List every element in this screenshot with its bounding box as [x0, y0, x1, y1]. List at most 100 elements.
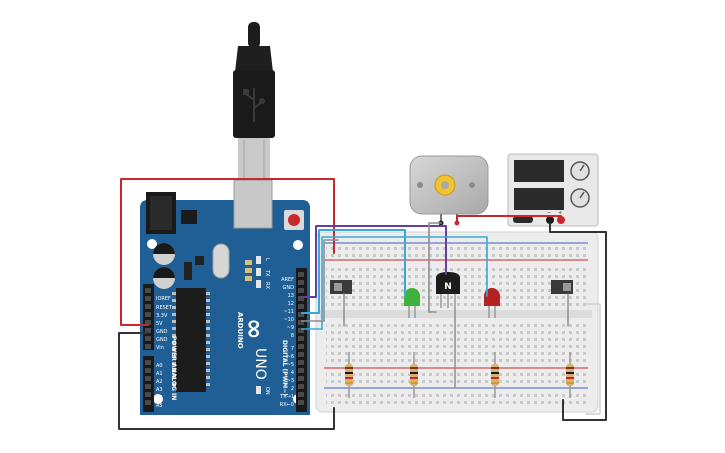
on-led-label: ON	[264, 387, 270, 395]
resistor[interactable]	[491, 352, 499, 398]
pin-label-a3: A3	[156, 387, 163, 393]
header-pin[interactable]	[145, 360, 151, 365]
slide-switch-right[interactable]	[551, 280, 573, 294]
chip-pin	[206, 320, 210, 323]
header-pin[interactable]	[298, 272, 304, 277]
pin-label-8: 8	[291, 333, 294, 339]
digital-pin-labels-top: AREF GND 13 12 ~11 ~10 ~9 8	[281, 277, 294, 339]
chip-pin	[172, 376, 176, 379]
breadboard[interactable]	[315, 231, 599, 413]
resistor[interactable]	[566, 352, 574, 398]
digital-pin-labels-bottom: 7 ~6 ~5 4 ~3 2 TX→1 RX←0	[279, 346, 294, 408]
chip-pin	[206, 299, 210, 302]
wire-right-gray[interactable]	[585, 303, 601, 415]
resistor-band	[491, 382, 499, 384]
header-pin[interactable]	[145, 320, 151, 325]
chip-pin	[206, 376, 210, 379]
psu-power-switch[interactable]	[513, 216, 533, 223]
header-pin[interactable]	[298, 296, 304, 301]
led-label-tx: TX	[264, 269, 270, 277]
voltage-regulator	[181, 210, 197, 224]
header-pin[interactable]	[145, 392, 151, 397]
header-pin[interactable]	[298, 280, 304, 285]
resistor[interactable]	[345, 352, 353, 398]
red-led[interactable]	[484, 288, 500, 318]
wire-gnd-black[interactable]	[118, 332, 335, 430]
pin-label-13: 13	[288, 293, 294, 299]
header-pin[interactable]	[298, 304, 304, 309]
chip-pin	[206, 313, 210, 316]
npn-transistor[interactable]: N	[436, 272, 460, 308]
wire-pin10-gray[interactable]	[301, 239, 339, 322]
led-label-rx: RX	[264, 282, 270, 289]
header-pin[interactable]	[145, 328, 151, 333]
wire-pin9-cyan[interactable]	[301, 236, 488, 330]
header-pin[interactable]	[298, 320, 304, 325]
psu-display-voltage	[514, 160, 564, 182]
chip-pin	[206, 341, 210, 344]
dc-motor[interactable]	[409, 155, 489, 226]
chip-pin	[172, 299, 176, 302]
arduino-brand: ARDUINO	[236, 312, 244, 349]
resistor-band	[410, 377, 418, 379]
header-pin[interactable]	[298, 392, 304, 397]
wire-5v-red[interactable]	[120, 178, 335, 326]
top-rail-holes	[326, 245, 586, 258]
bottom-rail-holes-2	[326, 392, 586, 406]
psu-negative-terminal[interactable]	[546, 216, 554, 224]
resistor-band	[345, 367, 353, 369]
pin-label-11: ~11	[283, 309, 294, 315]
chip-pin	[172, 362, 176, 365]
header-pin[interactable]	[145, 344, 151, 349]
header-pin[interactable]	[298, 376, 304, 381]
slide-switch-left[interactable]	[330, 280, 352, 294]
arduino-uno-board[interactable]: IOREF RESET 3.3V 5V GND GND Vin POWER A0…	[140, 179, 310, 415]
center-channel	[320, 310, 592, 318]
wire-motor-negative[interactable]	[428, 222, 442, 313]
chip-pin	[172, 327, 176, 330]
header-pin[interactable]	[298, 368, 304, 373]
green-led[interactable]	[404, 288, 420, 318]
psu-plus-label: +	[558, 210, 562, 216]
wire-pin11-cyan[interactable]	[301, 229, 406, 314]
pin-label-2: 2	[291, 386, 294, 392]
transistor-label: N	[444, 282, 452, 292]
header-pin[interactable]	[298, 400, 304, 405]
header-pin[interactable]	[298, 352, 304, 357]
header-pin[interactable]	[145, 288, 151, 293]
header-pin[interactable]	[145, 384, 151, 389]
chip-pin	[206, 362, 210, 365]
wire-psu-negative-black[interactable]	[549, 223, 607, 421]
analog-pin-labels: A0 A1 A2 A3 A4 A5	[156, 363, 163, 409]
header-pin[interactable]	[145, 400, 151, 405]
header-pin[interactable]	[298, 288, 304, 293]
bottom-rail-holes	[326, 370, 586, 386]
chip-pin	[206, 327, 210, 330]
chip-pin	[172, 320, 176, 323]
header-pin[interactable]	[298, 344, 304, 349]
usb-cable[interactable]	[233, 22, 275, 182]
header-pin[interactable]	[298, 328, 304, 333]
terminal-holes-bottom	[326, 320, 586, 362]
wire-pin13-purple[interactable]	[301, 225, 447, 298]
resistor-body	[566, 364, 574, 386]
resistor-band	[491, 372, 499, 374]
header-pin[interactable]	[145, 312, 151, 317]
header-pin[interactable]	[298, 384, 304, 389]
resistor[interactable]	[410, 352, 418, 398]
wire-motor-positive-red[interactable]	[456, 215, 562, 224]
header-pin[interactable]	[298, 336, 304, 341]
power-supply[interactable]: − +	[507, 153, 599, 227]
header-pin[interactable]	[298, 360, 304, 365]
psu-display-current	[514, 188, 564, 210]
header-pin[interactable]	[145, 376, 151, 381]
chip-pin	[172, 341, 176, 344]
header-pin[interactable]	[145, 368, 151, 373]
header-pin[interactable]	[145, 304, 151, 309]
uno-model: UNO	[252, 348, 268, 380]
header-pin[interactable]	[145, 336, 151, 341]
pin-label-12: 12	[288, 301, 294, 307]
pin-label-3: ~3	[287, 378, 294, 384]
header-pin[interactable]	[145, 296, 151, 301]
header-pin[interactable]	[298, 312, 304, 317]
